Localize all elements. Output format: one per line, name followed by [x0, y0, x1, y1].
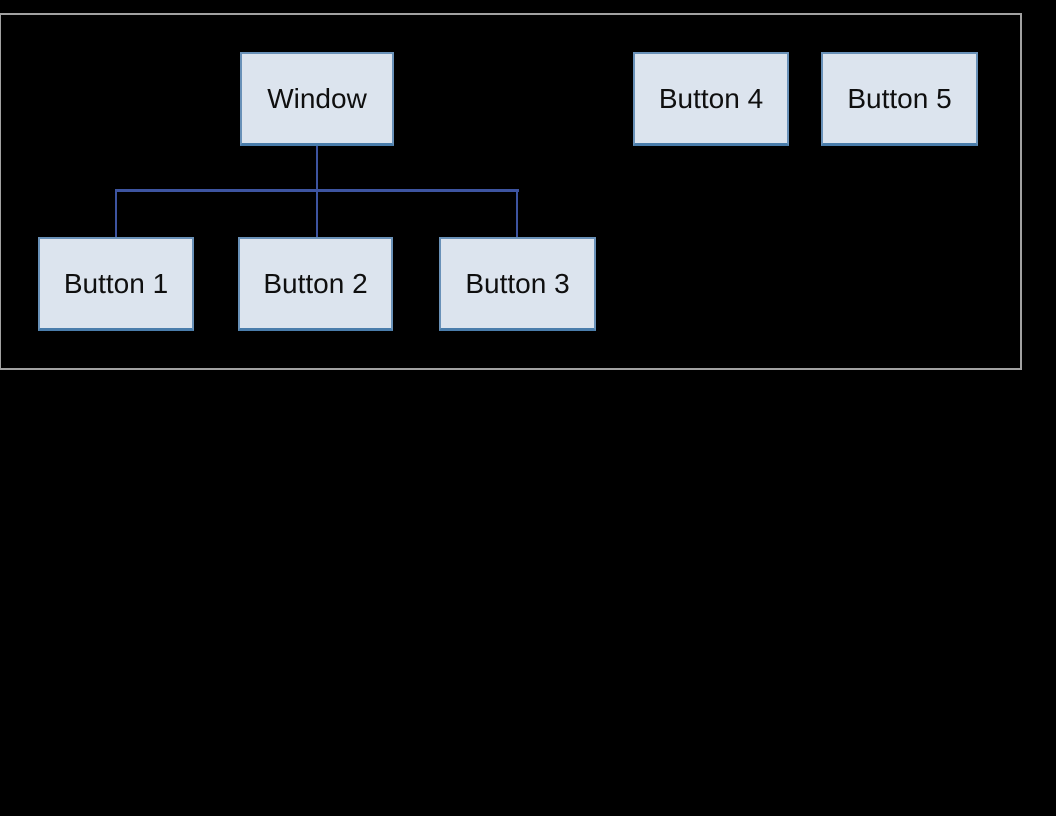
node-button-1-label: Button 1 [63, 267, 169, 299]
node-window: Window [240, 52, 394, 146]
connector-drop-button-1 [115, 192, 117, 237]
node-window-label: Window [267, 82, 367, 114]
node-button-1: Button 1 [38, 237, 194, 331]
node-button-2-label: Button 2 [263, 267, 368, 299]
node-button-5: Button 5 [821, 52, 978, 146]
node-button-5-label: Button 5 [847, 82, 952, 114]
node-button-4-label: Button 4 [658, 82, 764, 114]
connector-drop-button-3 [516, 192, 518, 237]
node-button-3-label: Button 3 [465, 267, 570, 299]
node-button-4: Button 4 [633, 52, 789, 146]
connector-window-stem [316, 146, 318, 191]
node-button-2: Button 2 [238, 237, 393, 331]
connector-drop-button-2 [316, 192, 318, 237]
connector-horizontal-bus [115, 189, 519, 192]
node-button-3: Button 3 [439, 237, 596, 331]
diagram-frame [0, 13, 1022, 370]
